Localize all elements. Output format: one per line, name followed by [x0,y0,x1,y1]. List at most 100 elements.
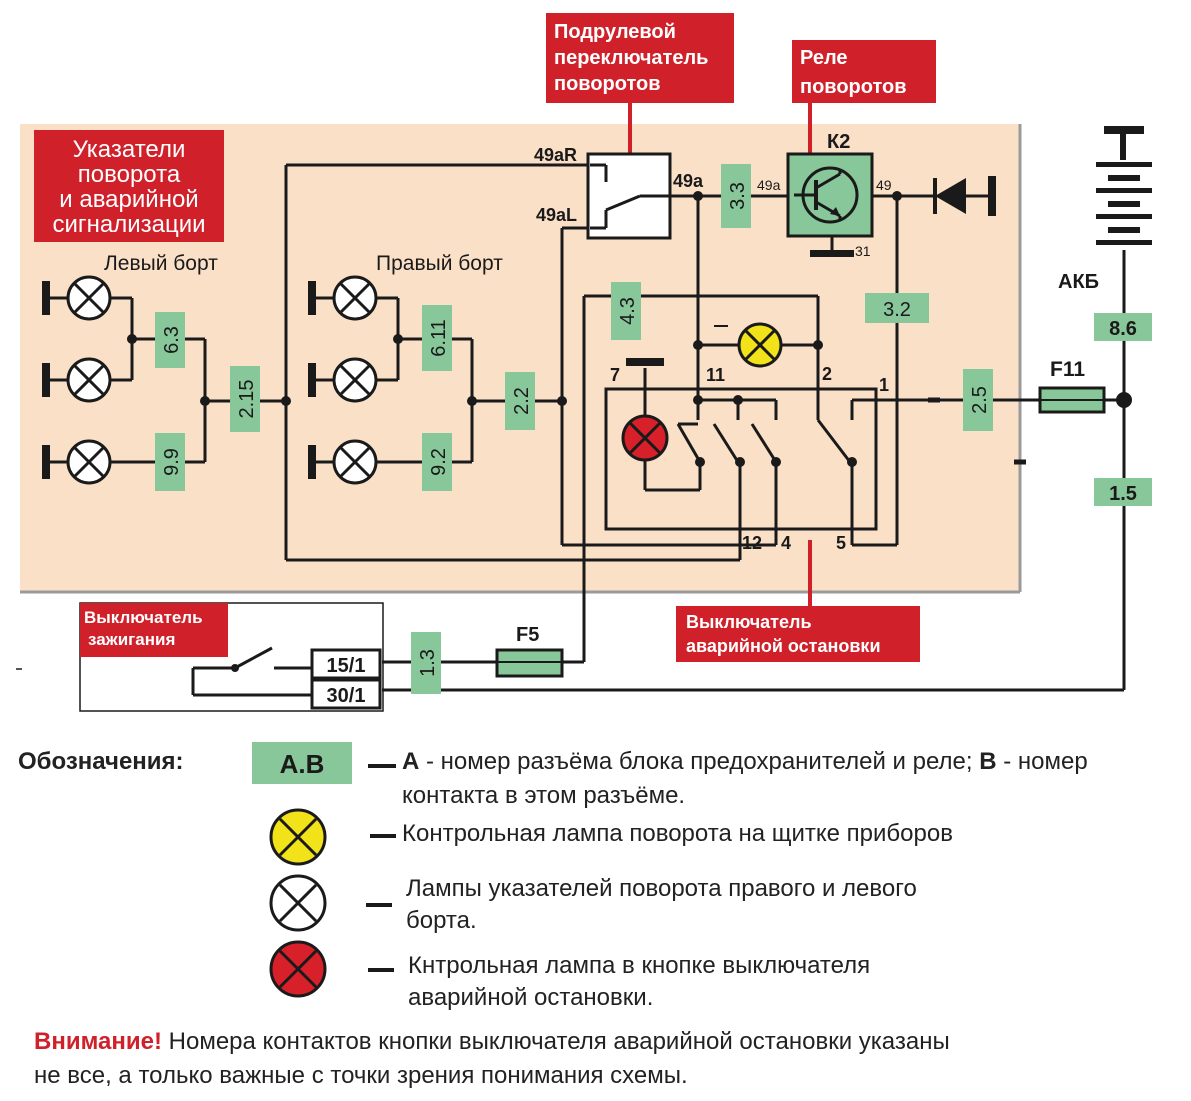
legend-item-connector-line2: контакта в этом разъёме. [402,782,686,809]
right-side-label: Правый борт [376,252,503,275]
svg-text:7: 7 [610,365,620,385]
warning-line-1: Внимание! Номера контактов кнопки выключ… [34,1026,950,1058]
legend-connector-sample [252,742,352,784]
legend-item-text1: - номер разъёма блока предохранителей и … [419,748,980,775]
legend-item-hazard-lamp-line1: Кнтрольная лампа в кнопке выключателя [408,952,871,979]
callout-steering-switch: Подрулевой переключатель поворотов [546,13,734,154]
connector-3-3: 3.3 [721,164,751,228]
terminal-15-1: 15/1 [327,655,366,677]
svg-text:2.15: 2.15 [236,380,258,419]
title-line-1: Указатели [73,136,186,163]
svg-text:8.6: 8.6 [1109,318,1137,340]
callout-hazard-switch: Выключатель аварийной остановки [676,540,920,662]
svg-text:6.3: 6.3 [161,326,183,354]
right-lamp-3 [332,439,378,485]
svg-text:А.В: А.В [280,749,325,779]
legend-symbols: А.В [252,742,396,998]
connector-1-3: 1.3 [411,632,441,694]
svg-text:9.9: 9.9 [161,448,183,476]
warning-line-2: не все, а только важные с точки зрения п… [34,1062,688,1089]
title-line-3: и аварийной [59,186,198,213]
connector-tags: 6.3 9.9 2.15 6.11 9.2 2.2 4.3 3.3 3.2 2.… [155,164,1152,694]
connector-1-5: 1.5 [1094,478,1152,506]
pin-labels: Левый борт Правый борт 49aR 49aL 49a 49a… [104,131,1099,646]
svg-text:поворотов: поворотов [554,73,661,95]
left-lamp-1 [66,275,112,321]
title-box: Указатели поворота и аварийной сигнализа… [34,130,224,242]
legend-item-dashboard-lamp: Контрольная лампа поворота на щитке приб… [402,820,953,847]
right-lamp-2 [332,357,378,403]
connector-3-2: 3.2 [865,293,929,323]
steering-column-switch [586,152,672,240]
legend-item-side-lamps-line2: борта. [406,907,477,934]
diode [933,176,996,216]
svg-text:2.5: 2.5 [969,386,991,414]
svg-text:49a: 49a [673,171,704,191]
svg-text:12: 12 [742,533,762,553]
warning-label: Внимание! [34,1028,162,1055]
callout-relay: Реле поворотов [792,40,936,154]
legend-white-lamp-icon [269,874,327,932]
fuse-f5 [495,648,564,678]
legend-item-text2: - номер [996,748,1088,775]
connector-2-5: 2.5 [963,369,993,431]
svg-text:2.2: 2.2 [511,387,533,415]
svg-text:Выключатель: Выключатель [84,608,203,627]
legend-title: Обозначения: [18,748,184,775]
junction-dots [127,191,1132,672]
dashboard-indicator-lamp [737,322,783,368]
svg-text:3.3: 3.3 [727,182,749,210]
svg-text:5: 5 [836,533,846,553]
legend-red-lamp-icon [269,940,327,998]
legend-item-b: В [979,748,997,775]
connector-4-3: 4.3 [611,282,641,340]
connector-2-2: 2.2 [505,372,535,430]
right-lamp-1 [332,275,378,321]
legend-item-hazard-lamp-line2: аварийной остановки. [408,984,654,1011]
battery-label: АКБ [1058,271,1099,293]
fuse-f5-label: F5 [516,624,539,646]
svg-text:49: 49 [876,177,892,193]
legend-yellow-lamp-icon [269,808,327,866]
left-side-label: Левый борт [104,252,218,275]
svg-text:переключатель: переключатель [554,47,708,69]
legend-item-side-lamps-line1: Лампы указателей поворота правого и лево… [406,875,917,902]
connector-8-6: 8.6 [1094,313,1152,341]
connector-2-15: 2.15 [230,366,260,432]
left-lamp-3 [66,439,112,485]
battery [1096,126,1152,245]
legend-item-connector: А - номер разъёма блока предохранителей … [402,746,1088,778]
svg-text:3.2: 3.2 [883,299,911,321]
svg-text:2: 2 [822,364,832,384]
svg-text:1: 1 [879,375,889,395]
svg-text:9.2: 9.2 [428,448,450,476]
svg-text:31: 31 [855,243,871,259]
svg-text:Выключатель: Выключатель [686,612,812,632]
hazard-button-lamp [621,358,669,462]
svg-text:49a: 49a [757,177,781,193]
warning-text: Номера контактов кнопки выключателя авар… [161,1028,950,1055]
svg-text:1.5: 1.5 [1109,483,1137,505]
svg-text:поворотов: поворотов [800,76,907,98]
connector-9-2: 9.2 [422,433,452,491]
svg-text:4.3: 4.3 [617,297,639,325]
terminal-30-1: 30/1 [327,685,366,707]
svg-text:6.11: 6.11 [428,319,450,356]
svg-text:4: 4 [781,533,791,553]
title-line-4: сигнализации [52,211,205,238]
svg-text:11: 11 [706,365,725,385]
fuse-f11 [1038,386,1106,414]
connector-6-11: 6.11 [422,305,452,371]
ignition-switch: Выключатель зажигания 15/1 30/1 [79,602,384,712]
connector-9-9: 9.9 [155,433,185,491]
relay-k2-label: К2 [827,131,850,153]
connector-6-3: 6.3 [155,312,185,368]
svg-text:зажигания: зажигания [88,630,175,649]
legend-item-a: А [402,748,420,775]
svg-text:1.3: 1.3 [417,649,439,677]
svg-text:Реле: Реле [800,47,848,69]
title-line-2: поворота [78,161,181,188]
fuse-f11-label: F11 [1050,358,1085,381]
svg-text:49aL: 49aL [536,205,577,225]
